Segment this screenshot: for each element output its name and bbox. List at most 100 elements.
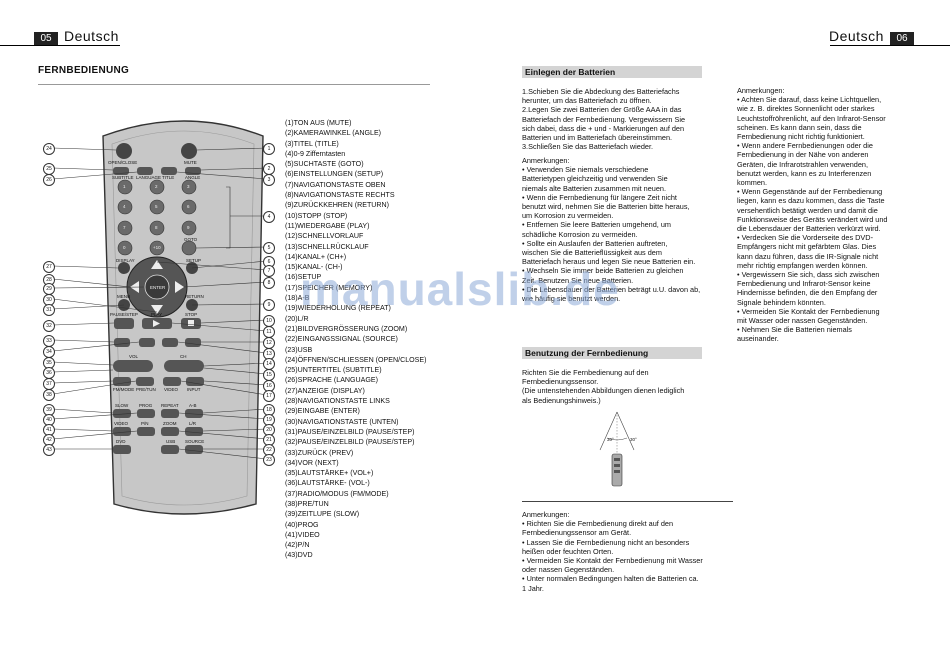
legend-item: (14)KANAL+ (CH+)	[285, 252, 347, 261]
legend-item: (2)KAMERAWINKEL (ANGLE)	[285, 129, 382, 138]
legend-item: (31)PAUSE/EINZELBILD (PAUSE/STEP)	[285, 427, 415, 436]
left-header-title: Deutsch	[64, 28, 119, 44]
digit-3: 3	[187, 184, 190, 189]
label-prog: PROG	[139, 403, 153, 408]
callout-31: 31	[43, 304, 55, 316]
callout-9: 9	[263, 299, 275, 311]
legend-item: (23)USB	[285, 345, 313, 354]
label-subtitle: SUBTITLE	[112, 175, 134, 180]
callout-7: 7	[263, 265, 275, 277]
callout-23: 23	[263, 454, 275, 466]
legend-item: (13)SCHNELLRÜCKLAUF	[285, 242, 369, 251]
callout-32: 32	[43, 320, 55, 332]
label-angle: ANGLE	[185, 175, 201, 180]
callout-40: 40	[43, 414, 55, 426]
label-play: PLAY	[151, 312, 163, 317]
legend-item: (26)SPRACHE (LANGUAGE)	[285, 376, 379, 385]
legend-list: (1)TON AUS (MUTE)(2)KAMERAWINKEL (ANGLE)…	[285, 118, 427, 561]
legend-item: (20)L/R	[285, 314, 309, 323]
remote-labels: OPEN/CLOSE MUTE SUBTITLE LANGUAGE TITLE …	[40, 112, 280, 532]
legend-item: (28)NAVIGATIONSTASTE LINKS	[285, 397, 390, 406]
label-source: SOURCE	[185, 439, 205, 444]
callout-27: 27	[43, 261, 55, 273]
legend-item: (32)PAUSE/EINZELBILD (PAUSE/STEP)	[285, 438, 415, 447]
label-pre-tun: PRE/TUN	[136, 387, 156, 392]
label-l-r: L/R	[189, 421, 197, 426]
legend-item: (19)WIEDERHOLUNG (REPEAT)	[285, 304, 391, 313]
legend-item: (10)STOPP (STOP)	[285, 211, 348, 220]
label-mute: MUTE	[184, 160, 197, 165]
label-dvd: DVD	[116, 439, 126, 444]
legend-item: (24)ÖFFNEN/SCHLIESSEN (OPEN/CLOSE)	[285, 355, 427, 364]
enter-button	[144, 274, 170, 300]
right-column-notes: Anmerkungen: • Achten Sie darauf, dass k…	[737, 86, 888, 344]
label-slow: SLOW	[115, 403, 129, 408]
legend-item: (33)ZURÜCK (PREV)	[285, 448, 354, 457]
label-ch: CH	[180, 354, 187, 359]
legend-item: (27)ANZEIGE (DISPLAY)	[285, 386, 365, 395]
callout-43: 43	[43, 444, 55, 456]
legend-item: (3)TITEL (TITLE)	[285, 139, 339, 148]
label-repeat: REPEAT	[161, 403, 179, 408]
legend-item: (4)0-9 Zifferntasten	[285, 149, 346, 158]
legend-item: (21)BILDVERGRÖSSERUNG (ZOOM)	[285, 324, 408, 333]
legend-item: (17)SPEICHER (MEMORY)	[285, 283, 373, 292]
label-display: DISPLAY	[116, 258, 135, 263]
legend-item: (25)UNTERTITEL (SUBTITLE)	[285, 366, 382, 375]
digit-0: 0	[123, 245, 126, 250]
legend-item: (15)KANAL- (CH-)	[285, 263, 343, 272]
label-enter: ENTER	[150, 285, 166, 290]
legend-item: (22)EINGANGSSIGNAL (SOURCE)	[285, 335, 398, 344]
digit-6: 6	[187, 204, 190, 209]
label-goto: GOTO	[184, 237, 198, 242]
label-title: TITLE	[162, 175, 175, 180]
label-pause-step: PAUSE/STEP	[110, 312, 138, 317]
label-zoom: ZOOM	[163, 421, 177, 426]
legend-item: (37)RADIO/MODUS (FM/MODE)	[285, 489, 389, 498]
legend-item: (30)NAVIGATIONSTASTE (UNTEN)	[285, 417, 399, 426]
right-header-rule	[830, 45, 950, 46]
right-header-title: Deutsch	[829, 28, 884, 44]
callout-12: 12	[263, 337, 275, 349]
label-input: INPUT	[187, 387, 201, 392]
right-page-number: 06	[890, 32, 914, 45]
section-title-fernbedienung: FERNBEDIENUNG	[38, 65, 130, 76]
label-stop: STOP	[185, 312, 198, 317]
callout-5: 5	[263, 242, 275, 254]
angle-left-label: 30°	[607, 437, 614, 442]
label-open-close: OPEN/CLOSE	[108, 160, 138, 165]
callout-3: 3	[263, 174, 275, 186]
legend-item: (12)SCHNELLVORLAUF	[285, 232, 364, 241]
callout-1: 1	[263, 143, 275, 155]
label-p-n: P/N	[141, 421, 149, 426]
open-close-button	[116, 143, 132, 159]
label-return: RETURN	[185, 294, 204, 299]
digit-9: 9	[187, 225, 190, 230]
label-video2: VIDEO	[114, 421, 129, 426]
digit-1: 1	[123, 184, 126, 189]
legend-item: (34)VOR (NEXT)	[285, 458, 339, 467]
digit-7: 7	[123, 225, 126, 230]
label-setup: SETUP	[186, 258, 202, 263]
legend-item: (7)NAVIGATIONSTASTE OBEN	[285, 180, 386, 189]
battery-section-heading: Einlegen der Batterien	[522, 66, 702, 78]
usage-instructions: Richten Sie die Fernbedienung auf den Fe…	[522, 368, 685, 405]
label-video: VIDEO	[164, 387, 179, 392]
digit-2: 2	[155, 184, 158, 189]
callout-26: 26	[43, 174, 55, 186]
legend-item: (42)P/N	[285, 541, 310, 550]
left-page-number: 05	[34, 32, 58, 45]
legend-item: (39)ZEITLUPE (SLOW)	[285, 510, 360, 519]
section-rule	[38, 84, 430, 85]
digit-8: 8	[155, 225, 158, 230]
label-fm-mode: FM/MODE	[113, 387, 135, 392]
legend-item: (9)ZURÜCKKEHREN (RETURN)	[285, 201, 390, 210]
callout-4: 4	[263, 211, 275, 223]
digit-plus10: +10	[153, 245, 161, 250]
legend-item: (16)SETUP	[285, 273, 322, 282]
label-usb: USB	[166, 439, 176, 444]
legend-item: (40)PROG	[285, 520, 319, 529]
angle-right-label: 30°	[630, 437, 637, 442]
legend-item: (18)A-B	[285, 294, 310, 303]
callout-2: 2	[263, 163, 275, 175]
